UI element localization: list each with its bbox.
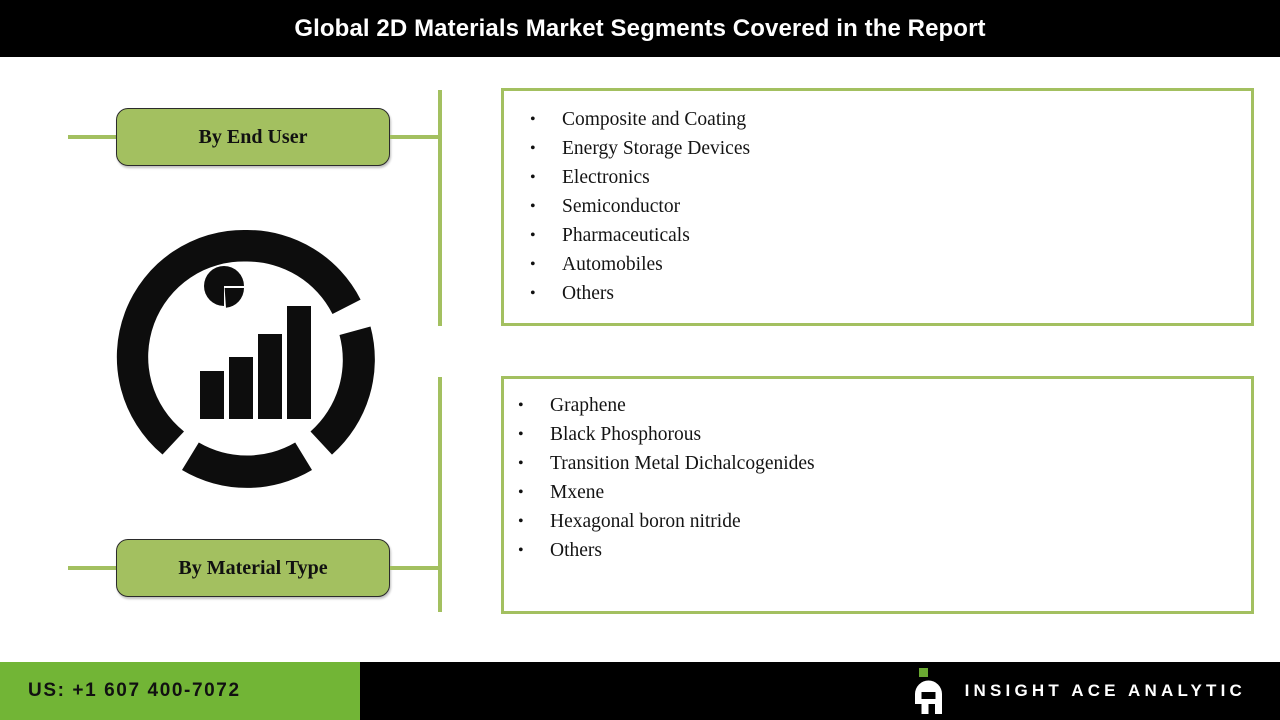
footer-brand-band: INSIGHT ACE ANALYTIC — [360, 662, 1280, 720]
segment-label-end-user-text: By End User — [198, 125, 308, 148]
list-item: Automobiles — [530, 250, 1251, 279]
list-item: Mxene — [518, 478, 1251, 507]
segment-label-end-user[interactable]: By End User — [116, 108, 390, 166]
title-bar: Global 2D Materials Market Segments Cove… — [0, 0, 1280, 57]
footer: US: +1 607 400-7072 INSIGHT ACE ANALYTIC — [0, 662, 1280, 720]
footer-contact-band: US: +1 607 400-7072 — [0, 662, 360, 720]
analytics-donut-bar-chart-icon — [113, 226, 381, 488]
list-item: Pharmaceuticals — [530, 221, 1251, 250]
list-item: Hexagonal boron nitride — [518, 507, 1251, 536]
list-item: Others — [530, 279, 1251, 308]
end-user-list: Composite and Coating Energy Storage Dev… — [504, 91, 1251, 308]
list-item: Energy Storage Devices — [530, 134, 1251, 163]
list-item: Composite and Coating — [530, 105, 1251, 134]
list-item: Electronics — [530, 163, 1251, 192]
connector-vertical-end-user — [438, 90, 442, 326]
list-item: Black Phosphorous — [518, 420, 1251, 449]
segment-label-material-type[interactable]: By Material Type — [116, 539, 390, 597]
list-item: Transition Metal Dichalcogenides — [518, 449, 1251, 478]
list-item: Graphene — [518, 391, 1251, 420]
connector-horizontal-end-user — [390, 135, 442, 139]
material-type-list: Graphene Black Phosphorous Transition Me… — [504, 379, 1251, 565]
letter-a-logo-icon — [905, 668, 947, 714]
list-item: Semiconductor — [530, 192, 1251, 221]
page-title: Global 2D Materials Market Segments Cove… — [294, 14, 986, 42]
connector-stub-left-material-type — [68, 566, 118, 570]
contact-phone[interactable]: US: +1 607 400-7072 — [28, 680, 241, 701]
connector-vertical-material-type — [438, 377, 442, 612]
connector-horizontal-material-type — [390, 566, 442, 570]
connector-stub-left-end-user — [68, 135, 118, 139]
brand-name: INSIGHT ACE ANALYTIC — [964, 681, 1246, 700]
segment-items-material-type: Graphene Black Phosphorous Transition Me… — [501, 376, 1254, 614]
segment-label-material-type-text: By Material Type — [178, 556, 328, 579]
segment-items-end-user: Composite and Coating Energy Storage Dev… — [501, 88, 1254, 326]
brand-logo: INSIGHT ACE ANALYTIC — [905, 668, 1246, 714]
list-item: Others — [518, 536, 1251, 565]
